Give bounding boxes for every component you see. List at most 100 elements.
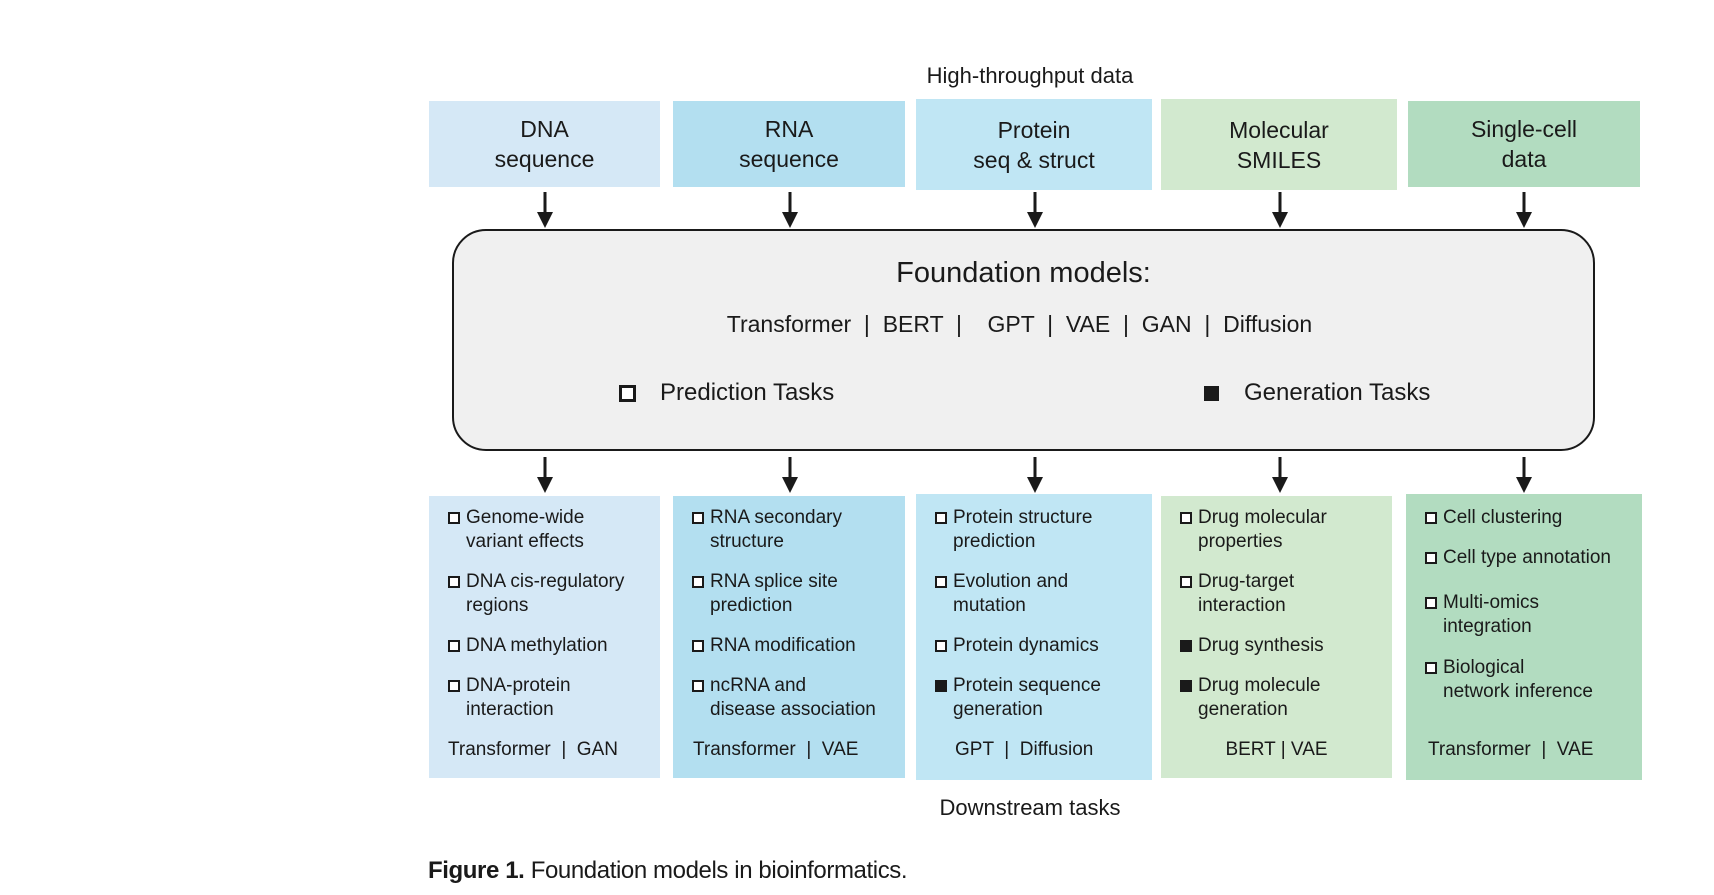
open-square-icon	[692, 640, 704, 652]
input-box-protein: Protein seq & struct	[916, 99, 1152, 190]
arrow-down-icon	[1027, 457, 1043, 493]
input-box-rna: RNA sequence	[673, 101, 905, 187]
open-square-icon	[448, 640, 460, 652]
arrow-down-icon	[1027, 192, 1043, 228]
task-item-text: Multi-omics integration	[1443, 592, 1540, 637]
arrow-down-icon	[537, 192, 553, 228]
task-item-text: Cell clustering	[1443, 507, 1563, 528]
input-label-protein: Protein seq & struct	[973, 116, 1095, 173]
figure-caption-text: Foundation models in bioinformatics.	[524, 857, 908, 884]
legend-prediction: Prediction Tasks	[619, 379, 834, 407]
task-item-text: Protein sequence generation	[953, 675, 1101, 720]
task-item: Multi-omics integration	[1425, 591, 1636, 639]
input-label-dna: DNA sequence	[494, 116, 595, 172]
open-square-icon	[448, 576, 460, 588]
legend-generation: Generation Tasks	[1204, 379, 1430, 407]
legend-prediction-label: Prediction Tasks	[660, 379, 835, 406]
task-item-text: DNA cis-regulatory regions	[466, 571, 625, 616]
arrow-down-icon	[782, 457, 798, 493]
task-item: Protein structure prediction	[935, 506, 1146, 554]
task-item: Cell clustering	[1425, 506, 1636, 530]
task-box-molecular: Drug molecular properties Drug-target in…	[1161, 496, 1392, 778]
arrow-down-icon	[782, 192, 798, 228]
task-item-text: Cell type annotation	[1443, 547, 1611, 568]
task-item: RNA modification	[692, 634, 899, 658]
task-item: DNA cis-regulatory regions	[448, 570, 654, 618]
filled-square-icon	[935, 680, 947, 692]
task-item: RNA splice site prediction	[692, 570, 899, 618]
task-item: Genome-wide variant effects	[448, 506, 654, 554]
open-square-icon	[692, 576, 704, 588]
diagram-footer-label: Downstream tasks	[939, 795, 1121, 820]
filled-square-icon	[1204, 385, 1219, 401]
arrow-down-icon	[1272, 192, 1288, 228]
task-item: Drug-target interaction	[1180, 570, 1386, 618]
task-item: Biological network inference	[1425, 656, 1636, 704]
task-box-protein: Protein structure prediction Evolution a…	[916, 494, 1152, 780]
task-item: ncRNA and disease association	[692, 674, 899, 722]
foundation-models-list: Transformer | BERT | GPT | VAE | GAN | D…	[726, 311, 1313, 337]
task-item-text: DNA methylation	[466, 635, 608, 656]
task-item: Drug synthesis	[1180, 634, 1386, 658]
open-square-icon	[692, 512, 704, 524]
open-square-icon	[935, 640, 947, 652]
input-box-dna: DNA sequence	[429, 101, 660, 187]
open-square-icon	[935, 512, 947, 524]
task-item-text: RNA secondary structure	[710, 507, 843, 552]
task-item: Protein sequence generation	[935, 674, 1146, 722]
legend-generation-label: Generation Tasks	[1244, 379, 1431, 406]
task-item-text: RNA modification	[710, 635, 856, 656]
foundation-models-title: Foundation models:	[896, 257, 1151, 289]
filled-square-icon	[1180, 640, 1192, 652]
task-item-text: Protein dynamics	[953, 635, 1099, 656]
open-square-icon	[1425, 512, 1437, 524]
open-square-icon	[1180, 512, 1192, 524]
task-box-single-cell: Cell clustering Cell type annotation Mul…	[1406, 494, 1642, 780]
task-models-label: Transformer | VAE	[693, 739, 859, 760]
open-square-icon	[1180, 576, 1192, 588]
input-label-molecular: Molecular SMILES	[1229, 116, 1329, 173]
task-box-dna: Genome-wide variant effects DNA cis-regu…	[429, 496, 660, 778]
task-item: Drug molecule generation	[1180, 674, 1386, 722]
task-models-label: GPT | Diffusion	[955, 739, 1094, 760]
open-square-icon	[619, 384, 636, 402]
task-item: DNA methylation	[448, 634, 654, 658]
figure-caption: Figure 1. Foundation models in bioinform…	[428, 857, 908, 885]
input-label-single-cell: Single-cell data	[1470, 116, 1578, 172]
task-item-text: Drug molecular properties	[1198, 507, 1327, 552]
task-item: Cell type annotation	[1425, 546, 1636, 570]
task-item-text: ncRNA and disease association	[710, 675, 876, 720]
task-models-label: Transformer | GAN	[448, 739, 618, 760]
open-square-icon	[1425, 662, 1437, 674]
input-box-single-cell: Single-cell data	[1408, 101, 1640, 187]
arrow-down-icon	[537, 457, 553, 493]
task-item-text: Drug molecule generation	[1198, 675, 1321, 720]
task-box-rna: RNA secondary structure RNA splice site …	[673, 496, 905, 778]
task-item-text: DNA-protein interaction	[466, 675, 571, 720]
open-square-icon	[935, 576, 947, 588]
open-square-icon	[1425, 597, 1437, 609]
open-square-icon	[1425, 552, 1437, 564]
diagram-header-label: High-throughput data	[926, 63, 1134, 88]
open-square-icon	[692, 680, 704, 692]
task-models-label: Transformer | VAE	[1428, 739, 1594, 760]
filled-square-icon	[1180, 680, 1192, 692]
foundation-models-box: Foundation models: Transformer | BERT | …	[452, 229, 1595, 451]
task-item: Protein dynamics	[935, 634, 1146, 658]
input-label-rna: RNA sequence	[739, 116, 839, 172]
open-square-icon	[448, 680, 460, 692]
task-item: Evolution and mutation	[935, 570, 1146, 618]
task-item-text: Genome-wide variant effects	[466, 507, 585, 552]
task-item: DNA-protein interaction	[448, 674, 654, 722]
task-item-text: Drug synthesis	[1198, 635, 1324, 656]
arrow-down-icon	[1516, 192, 1532, 228]
task-item: Drug molecular properties	[1180, 506, 1386, 554]
task-item-text: Biological network inference	[1443, 657, 1593, 702]
arrow-down-icon	[1272, 457, 1288, 493]
input-box-molecular: Molecular SMILES	[1161, 99, 1397, 190]
arrow-down-icon	[1516, 457, 1532, 493]
open-square-icon	[448, 512, 460, 524]
task-item-text: Evolution and mutation	[953, 571, 1069, 616]
task-item-text: Drug-target interaction	[1198, 571, 1295, 616]
task-item-text: Protein structure prediction	[953, 507, 1093, 552]
